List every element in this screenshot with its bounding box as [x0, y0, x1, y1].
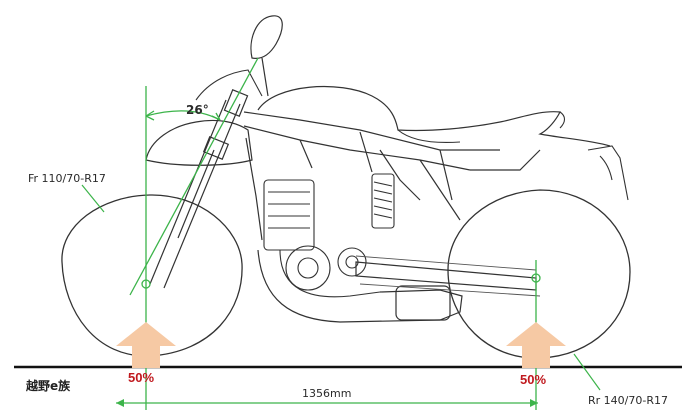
windscreen — [195, 69, 263, 101]
front-axle — [141, 279, 151, 289]
arc-arrow-right — [211, 112, 221, 121]
body-silhouette — [257, 85, 611, 147]
engine — [263, 179, 381, 298]
arc-arrow-left — [145, 110, 155, 121]
seat-underside — [397, 111, 566, 143]
up-arrow-icon — [116, 322, 176, 368]
front-wheel — [61, 194, 243, 357]
front-fork — [149, 89, 249, 289]
rear-tire-label: Rr 140/70-R17 — [588, 394, 668, 407]
wheelbase-arrow-left — [116, 399, 124, 407]
rear-weight-label: 50% — [520, 372, 546, 387]
rear-axle — [531, 273, 541, 283]
muffler — [395, 285, 451, 321]
headlight-fairing — [145, 119, 253, 166]
front-weight-label: 50% — [128, 370, 154, 385]
steering-angle-label: 26° — [186, 103, 209, 117]
chain — [355, 255, 541, 297]
mirror — [250, 15, 283, 97]
frame — [243, 111, 541, 241]
site-logo: 越野e族 — [25, 378, 71, 393]
rear-fender — [587, 145, 629, 201]
wheelbase-label: 1356mm — [302, 387, 351, 400]
wheelbase-arrow-right — [530, 399, 538, 407]
front-tire-leader — [81, 184, 105, 213]
steering-axis-line — [129, 57, 259, 296]
rear-shock — [371, 173, 395, 229]
up-arrow-icon — [506, 322, 566, 368]
steering-angle-arc — [145, 110, 221, 121]
rear-tire-leader — [573, 353, 601, 391]
front-tire-label: Fr 110/70-R17 — [28, 172, 106, 185]
exhaust — [257, 249, 463, 323]
rear-wheel — [447, 189, 631, 359]
